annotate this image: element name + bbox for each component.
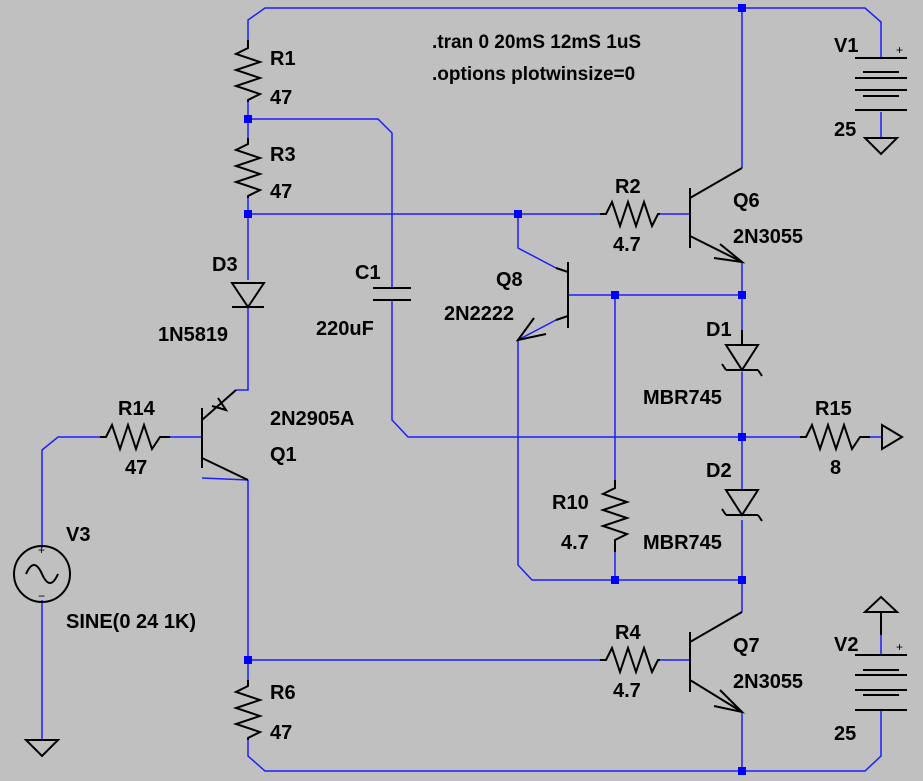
r14-value[interactable]: 47 <box>125 457 147 479</box>
tran-directive[interactable]: .tran 0 20mS 12mS 1uS <box>432 32 641 53</box>
q1-value[interactable]: 2N2905A <box>270 408 355 430</box>
transistor-q1-symbol <box>201 389 249 481</box>
battery-v1-symbol <box>855 57 907 111</box>
junction-dots <box>244 4 746 775</box>
resistor-r3-symbol <box>232 138 264 198</box>
transistor-q6-symbol <box>689 167 746 264</box>
q7-name[interactable]: Q7 <box>733 635 760 657</box>
v2-value[interactable]: 25 <box>834 723 856 745</box>
q6-value[interactable]: 2N3055 <box>733 226 803 248</box>
ground-v1-icon <box>862 137 900 156</box>
v3-name[interactable]: V3 <box>66 524 90 546</box>
r4-value[interactable]: 4.7 <box>613 680 641 702</box>
wires <box>41 7 882 772</box>
r15-value[interactable]: 8 <box>830 457 841 479</box>
v1-name[interactable]: V1 <box>834 35 858 57</box>
c1-value[interactable]: 220uF <box>316 318 374 340</box>
supply-v2-icon <box>862 595 900 635</box>
v2-plus-mark: + <box>896 640 903 654</box>
r3-name[interactable]: R3 <box>270 144 296 166</box>
diode-d1-symbol <box>721 330 763 377</box>
options-directive[interactable]: .options plotwinsize=0 <box>432 64 635 85</box>
r1-name[interactable]: R1 <box>270 48 296 70</box>
r15-name[interactable]: R15 <box>815 398 852 420</box>
diode-d3-symbol <box>230 282 266 309</box>
r10-name[interactable]: R10 <box>552 492 589 514</box>
output-port-icon <box>881 423 904 451</box>
r1-value[interactable]: 47 <box>270 87 292 109</box>
d3-name[interactable]: D3 <box>212 254 238 276</box>
d2-name[interactable]: D2 <box>706 460 732 482</box>
d3-value[interactable]: 1N5819 <box>158 324 228 346</box>
transistor-q8-symbol <box>515 262 569 342</box>
resistor-r6-symbol <box>232 680 264 740</box>
q8-value[interactable]: 2N2222 <box>444 303 514 325</box>
v3-minus-mark: − <box>38 589 45 603</box>
d2-value[interactable]: MBR745 <box>643 532 722 554</box>
v3-value[interactable]: SINE(0 24 1K) <box>66 611 196 633</box>
v1-plus-mark: + <box>896 43 903 57</box>
diode-d2-symbol <box>721 489 763 522</box>
ground-v3-icon <box>23 739 61 758</box>
d1-value[interactable]: MBR745 <box>643 387 722 409</box>
r4-name[interactable]: R4 <box>615 622 641 644</box>
battery-v2-symbol <box>855 654 907 711</box>
r3-value[interactable]: 47 <box>270 181 292 203</box>
d1-name[interactable]: D1 <box>706 319 732 341</box>
v1-value[interactable]: 25 <box>834 119 856 141</box>
transistor-q7-symbol <box>689 611 746 714</box>
q6-name[interactable]: Q6 <box>733 190 760 212</box>
q7-value[interactable]: 2N3055 <box>733 671 803 693</box>
q1-name[interactable]: Q1 <box>270 444 297 466</box>
sine-source-v3-symbol <box>13 545 71 603</box>
resistor-r14-symbol <box>100 421 170 453</box>
resistor-r4-symbol <box>600 644 660 676</box>
resistor-r15-symbol <box>800 421 870 453</box>
v2-name[interactable]: V2 <box>834 634 858 656</box>
r14-name[interactable]: R14 <box>118 398 156 420</box>
r6-value[interactable]: 47 <box>270 722 292 744</box>
resistor-r10-symbol <box>599 480 631 552</box>
r10-value[interactable]: 4.7 <box>561 532 589 554</box>
resistor-r2-symbol <box>600 198 660 230</box>
r2-name[interactable]: R2 <box>615 176 641 198</box>
c1-name[interactable]: C1 <box>355 262 381 284</box>
v3-plus-mark: + <box>38 543 45 557</box>
r6-name[interactable]: R6 <box>270 682 296 704</box>
capacitor-c1-symbol <box>373 287 411 301</box>
resistor-r1-symbol <box>232 40 264 102</box>
r2-value[interactable]: 4.7 <box>613 234 641 256</box>
q8-name[interactable]: Q8 <box>496 269 523 291</box>
